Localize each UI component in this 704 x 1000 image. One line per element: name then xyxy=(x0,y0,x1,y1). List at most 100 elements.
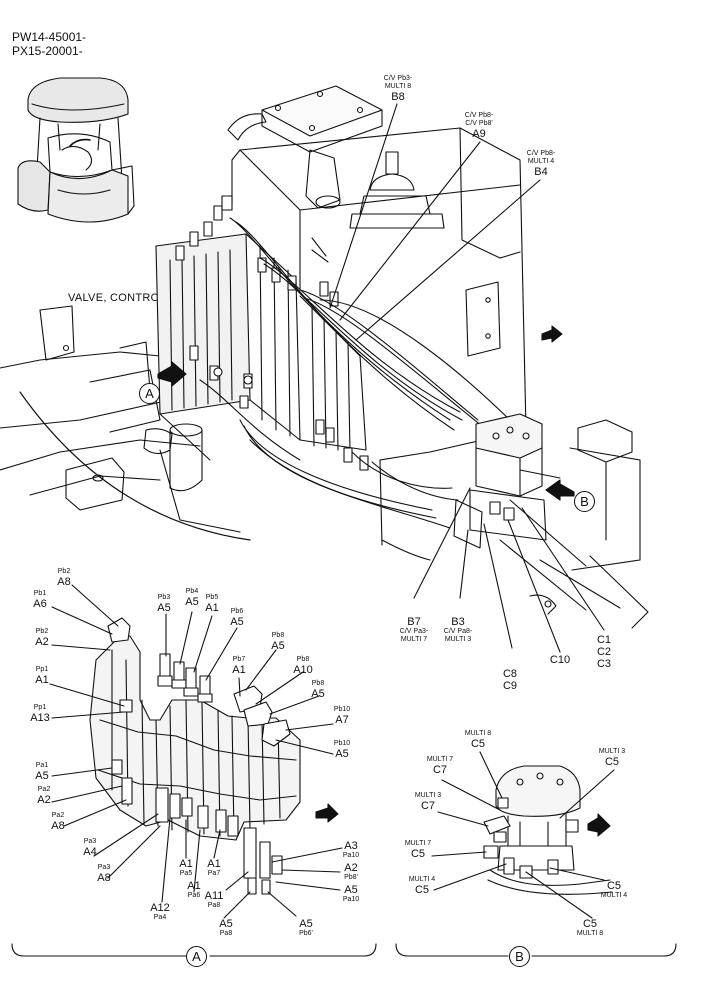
diagram-title: VALVE, CONTROL xyxy=(68,292,166,304)
part-code: C7 xyxy=(432,764,448,776)
port-label: Pa10 xyxy=(342,896,360,903)
port-label: Pb8' xyxy=(344,874,358,881)
part-code: A2 xyxy=(37,794,51,806)
callout-code: B4 xyxy=(534,166,548,178)
port-label: Pa4 xyxy=(153,914,167,921)
port-label: Pa3 xyxy=(83,838,97,845)
document-header: PW14-45001- PX15-20001- xyxy=(12,30,86,58)
part-code: A5 xyxy=(230,616,244,628)
part-code: A5 xyxy=(311,688,325,700)
port-label: Pb10 xyxy=(333,740,351,747)
callout-port: C/V Pb8-C/V Pb8' xyxy=(464,112,494,127)
part-code: C5 xyxy=(604,756,620,768)
port-label: Pa10 xyxy=(342,852,360,859)
callout-code: B7 xyxy=(407,616,421,628)
part-code: A5 xyxy=(185,596,199,608)
part-code: A1 xyxy=(205,602,219,614)
part-code: C5 xyxy=(606,880,622,892)
part-code: A1 xyxy=(179,858,193,870)
part-code: A11 xyxy=(204,890,224,902)
part-code: A8 xyxy=(97,872,111,884)
port-label: Pa6 xyxy=(187,892,201,899)
port-label: Pa2 xyxy=(51,812,65,819)
machine-location-thumbnail xyxy=(17,77,135,223)
port-label: Pa8 xyxy=(219,930,233,937)
part-code: A5 xyxy=(271,640,285,652)
port-label: Pb8 xyxy=(311,680,325,687)
port-label: Pb6 xyxy=(230,608,244,615)
part-code: A1 xyxy=(232,664,246,676)
part-code: A4 xyxy=(83,846,97,858)
serial-range-1: PW14-45001- xyxy=(12,30,87,44)
part-code: C5 xyxy=(414,884,430,896)
part-code: A5 xyxy=(219,918,233,930)
part-code: A1 xyxy=(187,880,201,892)
port-label: Pa8 xyxy=(207,902,221,909)
port-label: Pa7 xyxy=(207,870,221,877)
callout-a9: C/V Pb8-C/V Pb8'A9 xyxy=(449,112,509,140)
port-label: Pb3 xyxy=(157,594,171,601)
view-brackets xyxy=(11,943,677,957)
part-code: A7 xyxy=(335,714,349,726)
port-label: MULTI 8 xyxy=(576,930,604,937)
part-code: A8 xyxy=(57,576,71,588)
port-label: Pb8 xyxy=(271,632,285,639)
port-label: MULTI 7 xyxy=(404,840,432,847)
port-label: Pp1 xyxy=(35,666,49,673)
view-a-marker-bottom: A xyxy=(186,946,207,967)
port-label: MULTI 4 xyxy=(600,892,628,899)
main-machine-view xyxy=(0,85,649,653)
port-label: Pb2 xyxy=(57,568,71,575)
part-code: A12 xyxy=(150,902,170,914)
view-b-detail xyxy=(431,751,615,919)
port-label: Pb2 xyxy=(35,628,49,635)
port-label: Pb8 xyxy=(296,656,310,663)
port-label: MULTI 7 xyxy=(426,756,454,763)
part-code: A5 xyxy=(335,748,349,760)
callout-port: C/V Pb3-MULTI 8 xyxy=(383,75,413,90)
callout-code: C10 xyxy=(549,654,571,666)
callout-c10: C10 xyxy=(530,654,590,666)
port-label: MULTI 3 xyxy=(598,748,626,755)
callout-code: A9 xyxy=(472,128,486,140)
view-a-detail xyxy=(49,584,343,919)
port-label: Pa3 xyxy=(97,864,111,871)
part-code: A5 xyxy=(157,602,171,614)
part-code: C5 xyxy=(410,848,426,860)
